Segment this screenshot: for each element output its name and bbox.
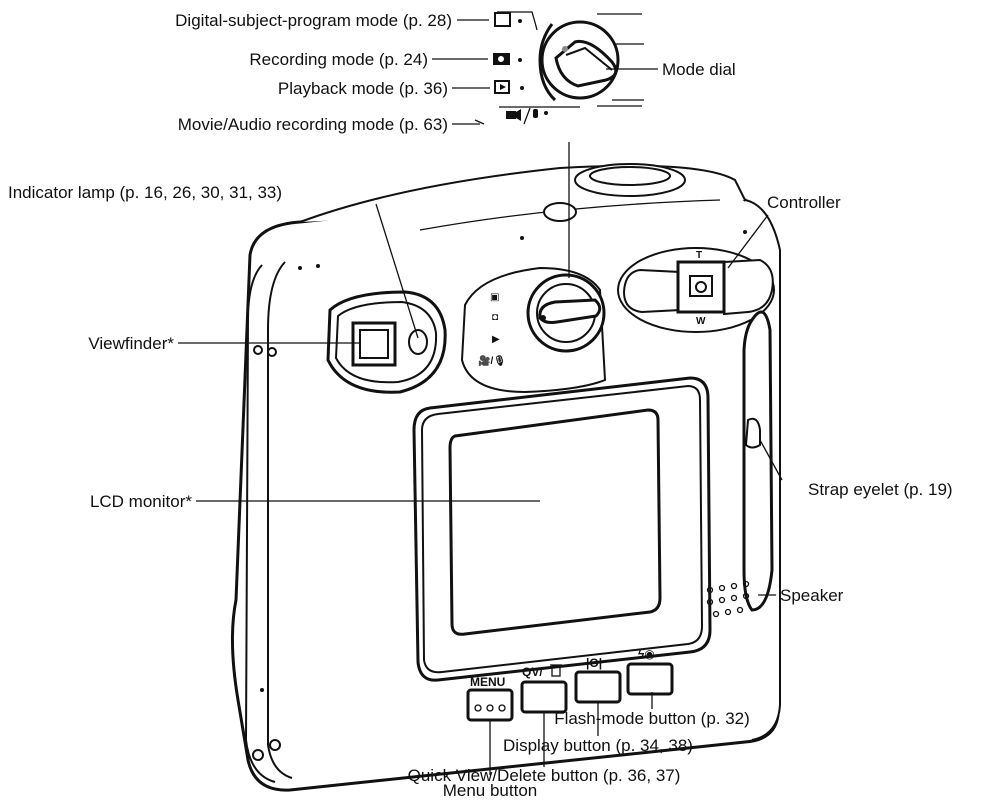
- mode-icon-digital-subject: ▣: [490, 292, 499, 303]
- callout-controller: Controller: [767, 193, 841, 212]
- quick-view-delete-button: [520, 680, 568, 714]
- mode-icon-playback: ▶: [492, 334, 500, 345]
- controller: T W: [617, 247, 775, 333]
- callout-recording: Recording mode (p. 24): [249, 50, 428, 69]
- callout-movie-audio: Movie/Audio recording mode (p. 63): [178, 115, 448, 134]
- callout-digital-subject: Digital-subject-program mode (p. 28): [175, 11, 452, 30]
- leader-lines: [178, 19, 783, 775]
- display-button: [574, 670, 622, 704]
- callout-display-button: Display button (p. 34, 38): [503, 736, 693, 755]
- speaker: [706, 580, 750, 618]
- menu-marking: MENU: [470, 675, 505, 689]
- callout-lcd-monitor: LCD monitor*: [90, 492, 192, 511]
- callout-indicator-lamp: Indicator lamp (p. 16, 26, 30, 31, 33): [8, 183, 282, 202]
- lcd-panel: [412, 376, 712, 682]
- camera-mode-dial: ▣ ◘ ▶ 🎥/🎙: [460, 266, 607, 394]
- callout-viewfinder: Viewfinder*: [88, 334, 174, 353]
- display-marking: |O|: [586, 656, 602, 670]
- zoom-w-label: W: [696, 316, 706, 327]
- mode-dial-inset: [474, 11, 644, 125]
- qv-marking: QV/: [522, 665, 543, 679]
- callout-quick-view: Quick View/Delete button (p. 36, 37): [408, 766, 681, 785]
- callout-playback: Playback mode (p. 36): [278, 79, 448, 98]
- inset-digital-subject-icon: [494, 12, 511, 27]
- flash-mode-button: [626, 662, 674, 696]
- callout-speaker: Speaker: [780, 586, 844, 605]
- zoom-t-label: T: [696, 250, 702, 261]
- callout-menu-button: Menu button: [443, 781, 538, 800]
- indicator-lamp: [408, 329, 428, 355]
- flash-marking: ϟ◉: [638, 647, 655, 661]
- mode-icon-recording: ◘: [492, 312, 498, 323]
- viewfinder: [326, 290, 447, 394]
- mode-icon-movie-audio: 🎥/🎙: [478, 354, 506, 367]
- lcd-monitor-screen: [448, 408, 662, 636]
- inset-movie-audio-icon: [506, 107, 548, 125]
- button-row: MENU QV/ |O| ϟ◉: [466, 647, 674, 722]
- power-button: [543, 202, 577, 222]
- callout-strap-eyelet: Strap eyelet (p. 19): [808, 480, 953, 499]
- callout-flash-mode: Flash-mode button (p. 32): [554, 709, 750, 728]
- trash-icon: [550, 664, 562, 677]
- callout-mode-dial: Mode dial: [662, 60, 736, 79]
- strap-eyelet: [742, 310, 774, 612]
